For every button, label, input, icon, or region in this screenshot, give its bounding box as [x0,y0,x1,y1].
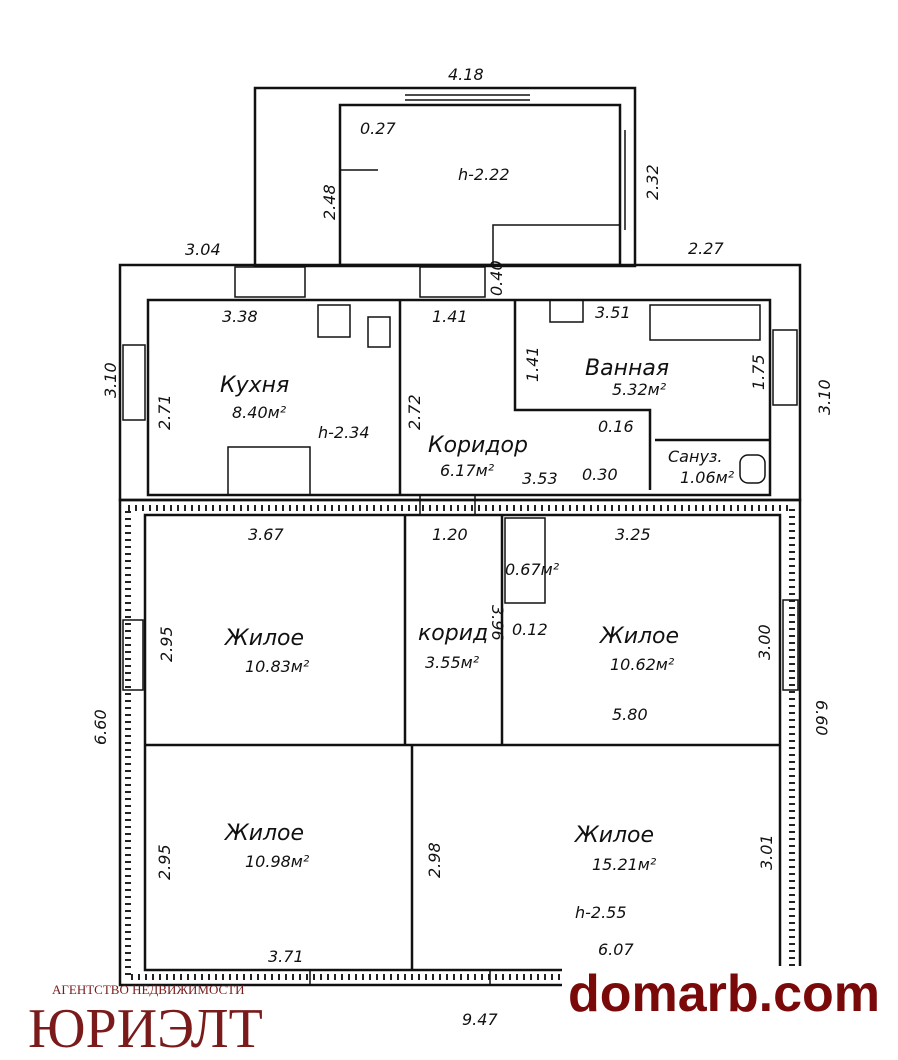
living4-height: h-2.55 [575,903,627,922]
dim: 6.60 [91,709,110,745]
watermark: domarb.com [561,965,886,1024]
dim: 3.53 [522,469,558,488]
living4-name: Жилое [573,823,654,848]
dim: 2.98 [425,842,444,878]
dim: 3.51 [595,303,631,322]
dim: 3.96 [488,605,507,641]
dim: 3.38 [222,307,258,326]
living3-name: Жилое [223,821,304,846]
dim: 3.00 [755,624,774,660]
dim: 1.20 [432,525,468,544]
wc-area: 1.06м² [680,468,735,487]
dim: 2.48 [320,184,339,220]
living2-area: 10.62м² [610,655,675,674]
dimension-labels: 4.18 0.27 2.48 2.32 3.04 2.27 0.40 3.38 … [91,65,834,1029]
korid-name: корид [418,621,488,646]
dim: 3.25 [615,525,651,544]
dim: 1.41 [432,307,468,326]
dim: 3.10 [815,379,834,415]
dim: 1.75 [749,354,768,390]
dim: 0.16 [598,417,634,436]
dim: 3.04 [185,240,221,259]
floor-plan: Кухня 8.40м² h-2.34 Коридор 6.17м² Ванна… [91,65,834,1029]
living2-name: Жилое [598,624,679,649]
walls [118,86,802,987]
dim: 6.60 [812,700,831,736]
dim: 3.01 [757,834,776,870]
living1-area: 10.83м² [245,657,310,676]
corridor-name: Коридор [428,433,528,458]
dim: 2.32 [643,164,662,200]
dim: 0.12 [512,620,548,639]
bath-area: 5.32м² [612,380,667,399]
living4-area: 15.21м² [592,855,657,874]
dim: 3.67 [248,525,284,544]
dim: 6.07 [598,940,634,959]
corridor-area: 6.17м² [440,461,495,480]
dim: 3.10 [101,362,120,398]
dim: 4.18 [448,65,484,84]
room-labels: Кухня 8.40м² h-2.34 Коридор 6.17м² Ванна… [220,165,735,922]
closet-area: 0.67м² [505,560,560,579]
dim: 5.80 [612,705,648,724]
dim: 0.27 [360,119,396,138]
dim: 2.27 [688,239,724,258]
dim: 0.40 [487,260,506,296]
annex-height: h-2.22 [458,165,510,184]
dim: 0.30 [582,465,618,484]
living3-area: 10.98м² [245,852,310,871]
kitchen-height: h-2.34 [318,423,370,442]
agency-tagline: АГЕНТСТВО НЕДВИЖИМОСТИ [52,982,245,997]
living1-name: Жилое [223,626,304,651]
kitchen-area: 8.40м² [232,403,287,422]
dim: 2.95 [155,844,174,880]
bath-name: Ванная [585,356,669,381]
dim: 9.47 [462,1010,498,1029]
dim: 1.41 [523,346,542,382]
dim: 2.95 [157,626,176,662]
korid-area: 3.55м² [425,653,480,672]
agency-logo: ЮРИЭЛТ [28,998,263,1060]
wc-name: Сануз. [668,447,723,466]
dim: 3.71 [268,947,304,966]
dim: 2.72 [405,394,424,430]
kitchen-name: Кухня [220,373,289,398]
dim: 2.71 [155,394,174,430]
